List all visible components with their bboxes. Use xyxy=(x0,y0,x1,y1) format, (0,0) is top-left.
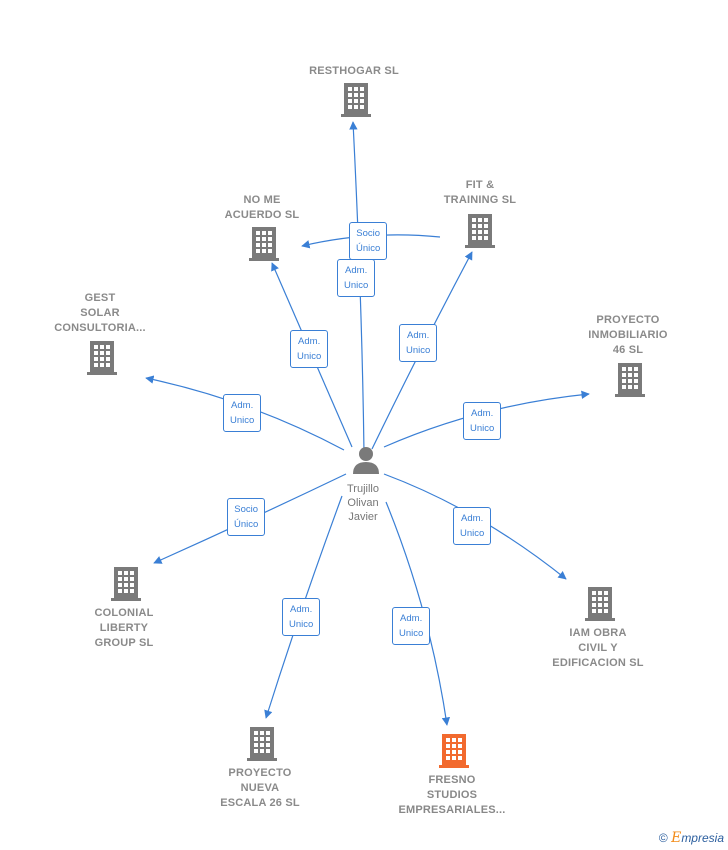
company-name-fit[interactable]: FIT & TRAINING SL xyxy=(443,179,517,206)
edge-label-resthogar: Adm. Unico xyxy=(337,259,376,297)
empresia-watermark: © Empresia xyxy=(659,830,724,846)
company-name-iam[interactable]: IAM OBRA CIVIL Y EDIFICACION SL xyxy=(552,627,644,669)
edge-label-nome: Adm. Unico xyxy=(290,330,329,368)
building-icon-iam[interactable] xyxy=(585,587,615,621)
company-name-resthogar[interactable]: RESTHOGAR SL xyxy=(309,65,399,77)
company-name-gest[interactable]: GEST SOLAR CONSULTORIA... xyxy=(54,292,146,334)
edge-label-gest: Adm. Unico xyxy=(223,394,262,432)
building-icon-resthogar[interactable] xyxy=(341,83,371,117)
edge-label-fit: Adm. Unico xyxy=(399,324,438,362)
edge-label-escala: Adm. Unico xyxy=(282,598,321,636)
copyright-symbol: © xyxy=(658,831,668,845)
edge-label-fresno: Adm. Unico xyxy=(392,607,431,645)
company-name-nome[interactable]: NO ME ACUERDO SL xyxy=(224,194,300,221)
company-name-proy46[interactable]: PROYECTO INMOBILIARIO 46 SL xyxy=(588,314,668,356)
brand-initial: E xyxy=(671,830,682,846)
building-icon-proy46[interactable] xyxy=(615,363,645,397)
building-icon-gest[interactable] xyxy=(87,341,117,375)
company-name-fresno[interactable]: FRESNO STUDIOS EMPRESARIALES... xyxy=(398,774,506,816)
building-icon-fresno[interactable] xyxy=(439,734,469,768)
edge-label-proy46: Adm. Unico xyxy=(463,402,502,440)
person-icon[interactable] xyxy=(353,447,379,474)
brand-rest: mpresia xyxy=(681,831,724,845)
edge-label-nome: Socio Único xyxy=(349,222,388,260)
building-icon-colonial[interactable] xyxy=(111,567,141,601)
edge-label-iam: Adm. Unico xyxy=(453,507,492,545)
building-icon-nome[interactable] xyxy=(249,227,279,261)
company-name-escala[interactable]: PROYECTO NUEVA ESCALA 26 SL xyxy=(220,767,300,809)
company-name-colonial[interactable]: COLONIAL LIBERTY GROUP SL xyxy=(94,607,154,649)
building-icon-fit[interactable] xyxy=(465,214,495,248)
building-icon-escala[interactable] xyxy=(247,727,277,761)
person-name[interactable]: Trujillo Olivan Javier xyxy=(347,483,379,523)
edge-label-colonial: Socio Único xyxy=(227,498,266,536)
